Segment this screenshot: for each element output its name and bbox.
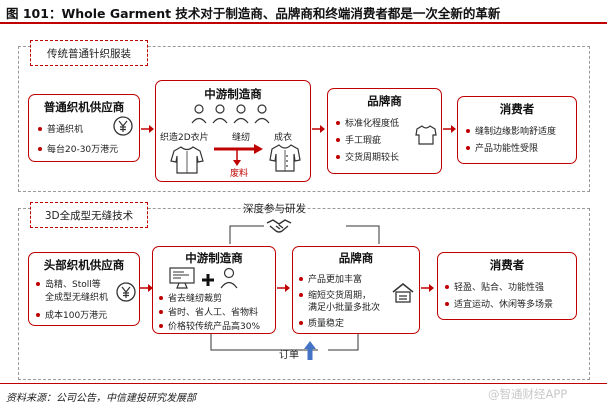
- bottom-brand-item: 产品更加丰富: [299, 272, 362, 285]
- order-connector-line: [210, 334, 359, 351]
- top-brand-item: 标准化程度低: [336, 116, 399, 129]
- computer-icon: [169, 267, 195, 293]
- top-consumer-title: 消费者: [499, 102, 535, 116]
- top-section-label: 传统普通针织服装: [30, 40, 148, 66]
- top-manufacturer-box: 中游制造商 织造2D衣片 缝纫 废料 成衣: [155, 80, 311, 182]
- bottom-manufacturer-item: 省去缝纫裁剪: [159, 291, 222, 304]
- sew-label: 缝纫: [232, 133, 251, 143]
- flat-garment-icon: [170, 145, 204, 179]
- arrow-icon: [277, 284, 290, 292]
- figure-title: 图 101：Whole Garment 技术对于制造商、品牌商和终端消费者都是一…: [6, 6, 501, 21]
- finished-garment-icon: [269, 143, 301, 177]
- worker-icon: [219, 267, 239, 293]
- bottom-supplier-box: 头部织机供应商 岛精、Stoll等 全成型无缝织机 成本100万港元: [28, 252, 140, 326]
- bottom-brand-box: 品牌商 产品更加丰富 缩短交货周期， 满足小批量多批次 质量稳定: [292, 246, 420, 334]
- bottom-manufacturer-item: 省时、省人工、省物料: [159, 305, 258, 318]
- top-section-frame: [18, 46, 590, 192]
- bottom-consumer-title: 消费者: [489, 258, 525, 272]
- order-up-arrow-icon: [304, 341, 316, 360]
- top-consumer-item: 产品功能性受限: [466, 141, 538, 154]
- top-consumer-item: 缝制边缘影响舒适度: [466, 124, 556, 137]
- bottom-supplier-item: 全成型无缝织机: [45, 293, 109, 303]
- watermark: @智通财经APP: [488, 387, 568, 401]
- top-brand-item: 交货周期较长: [336, 150, 399, 163]
- top-manufacturer-title: 中游制造商: [204, 87, 262, 101]
- rd-connector-line: [229, 225, 380, 244]
- footer-rule: [0, 383, 607, 384]
- bottom-brand-item: 质量稳定: [299, 316, 344, 329]
- bottom-consumer-item: 适宜运动、休闲等多场景: [445, 297, 553, 310]
- yen-coin-icon: [112, 115, 134, 141]
- top-consumer-box: 消费者 缝制边缘影响舒适度 产品功能性受限: [457, 96, 577, 164]
- knit-2d-label: 织造2D衣片: [160, 133, 209, 143]
- bottom-brand-item: 满足小批量多批次: [308, 303, 381, 313]
- store-icon: [392, 283, 414, 307]
- title-rule: [0, 22, 607, 24]
- plus-icon: [202, 271, 214, 290]
- shirt-icon: [415, 125, 437, 149]
- rd-label: 深度参与研发: [243, 203, 306, 215]
- garment-label: 成衣: [274, 133, 293, 143]
- waste-label: 废料: [230, 169, 249, 179]
- workers-icon: [189, 103, 279, 129]
- top-supplier-item: 每台20-30万港元: [38, 142, 118, 155]
- bottom-section-label: 3D全成型无缝技术: [30, 202, 148, 228]
- source-note: 资料来源：公司公告，中信建投研究发展部: [6, 393, 196, 404]
- yen-coin-icon: [115, 281, 137, 307]
- bottom-manufacturer-box: 中游制造商 省去缝纫裁剪 省时、省人工、省物料 价格较传统产品高30%: [152, 246, 276, 334]
- top-supplier-box: 普通织机供应商 普通织机 每台20-30万港元: [28, 94, 140, 162]
- bottom-consumer-item: 轻盈、贴合、功能性强: [445, 280, 544, 293]
- bottom-manufacturer-item: 价格较传统产品高30%: [159, 319, 260, 332]
- waste-arrow-icon: [233, 149, 241, 166]
- handshake-icon: [266, 218, 292, 238]
- sew-arrow-icon: [214, 144, 263, 154]
- bottom-supplier-item: 成本100万港元: [36, 308, 107, 321]
- top-supplier-item: 普通织机: [38, 122, 83, 135]
- top-supplier-title: 普通织机供应商: [43, 100, 125, 114]
- bottom-manufacturer-title: 中游制造商: [185, 251, 243, 265]
- bottom-section-frame: [18, 208, 590, 380]
- bottom-supplier-item: 岛精、Stoll等: [36, 277, 101, 290]
- bottom-brand-title: 品牌商: [338, 251, 374, 265]
- top-brand-title: 品牌商: [367, 94, 402, 108]
- bottom-supplier-title: 头部织机供应商: [43, 258, 125, 272]
- bottom-brand-item: 缩短交货周期，: [299, 288, 371, 301]
- arrow-icon: [140, 284, 153, 292]
- arrow-icon: [141, 125, 154, 133]
- arrow-icon: [443, 125, 456, 133]
- top-brand-box: 品牌商 标准化程度低 手工瑕疵 交货周期较长: [327, 88, 442, 174]
- top-brand-item: 手工瑕疵: [336, 133, 381, 146]
- order-label: 订单: [279, 350, 299, 361]
- arrow-icon: [312, 125, 325, 133]
- arrow-icon: [421, 284, 434, 292]
- bottom-consumer-box: 消费者 轻盈、贴合、功能性强 适宜运动、休闲等多场景: [437, 252, 577, 320]
